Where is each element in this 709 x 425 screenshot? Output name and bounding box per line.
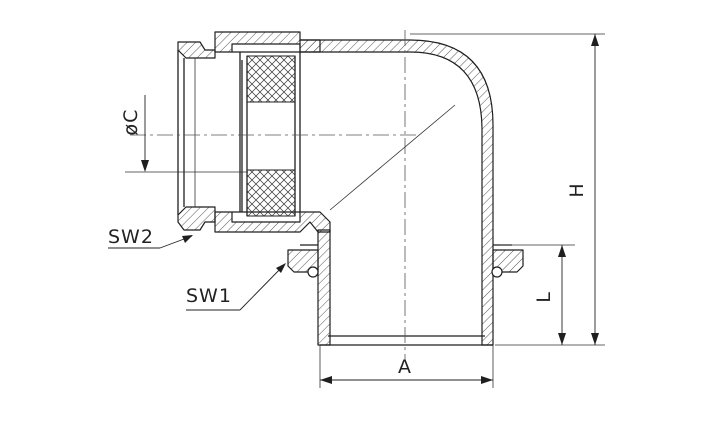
o-ring-right	[491, 266, 503, 278]
center-lines	[125, 30, 456, 360]
dimension-diameter: øC	[120, 95, 149, 172]
outer-diameter-label: A	[398, 356, 412, 378]
leader-sw1: SW1	[186, 263, 286, 311]
sw1-label: SW1	[186, 285, 232, 307]
sw2-label: SW2	[108, 226, 154, 248]
elbow-body	[299, 39, 494, 346]
length-label: L	[533, 291, 555, 303]
o-ring-left	[307, 266, 319, 278]
dimension-height: H	[410, 33, 605, 346]
diameter-label: øC	[120, 109, 142, 136]
height-label: H	[566, 182, 588, 197]
dimension-outer-diameter: A	[319, 345, 494, 388]
seal-insert	[241, 55, 296, 217]
dimension-length: L	[500, 244, 575, 345]
leader-sw2: SW2	[108, 226, 193, 249]
